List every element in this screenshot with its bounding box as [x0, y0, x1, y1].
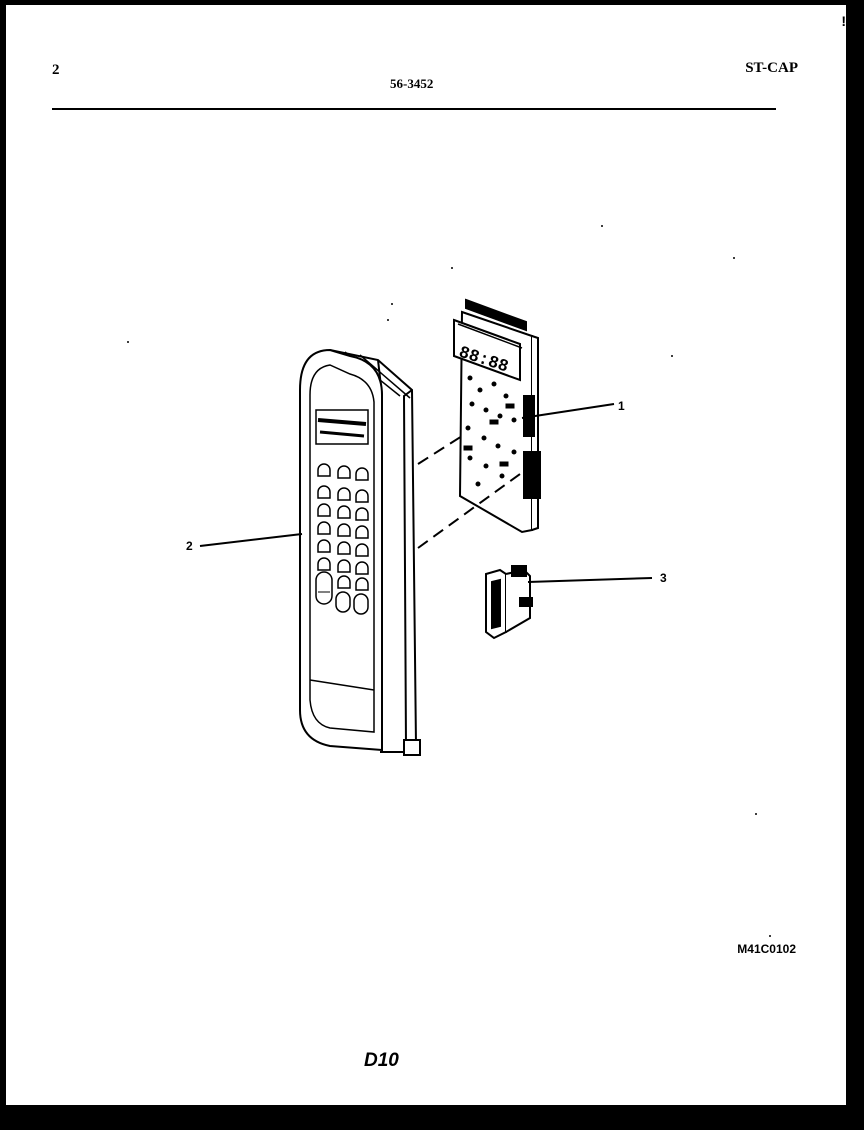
brand-code: ST-CAP [745, 60, 798, 76]
circuit-board-part [453, 298, 541, 534]
page-number: 2 [52, 62, 60, 78]
model-code: 56-3452 [390, 76, 434, 91]
assembly-lines [199, 403, 653, 583]
header-rule [52, 108, 776, 110]
diagram-code: M41C0102 [737, 942, 796, 956]
diagram-sheet [6, 5, 846, 1105]
corner-mark: ! [841, 13, 846, 29]
keypad-buttons [315, 463, 369, 615]
callout-2: 2 [186, 539, 193, 553]
page-code: D10 [364, 1050, 399, 1071]
callout-3: 3 [660, 571, 667, 585]
scan-specks [127, 225, 771, 937]
switch-bracket-part [485, 565, 533, 640]
callout-1: 1 [618, 399, 625, 413]
